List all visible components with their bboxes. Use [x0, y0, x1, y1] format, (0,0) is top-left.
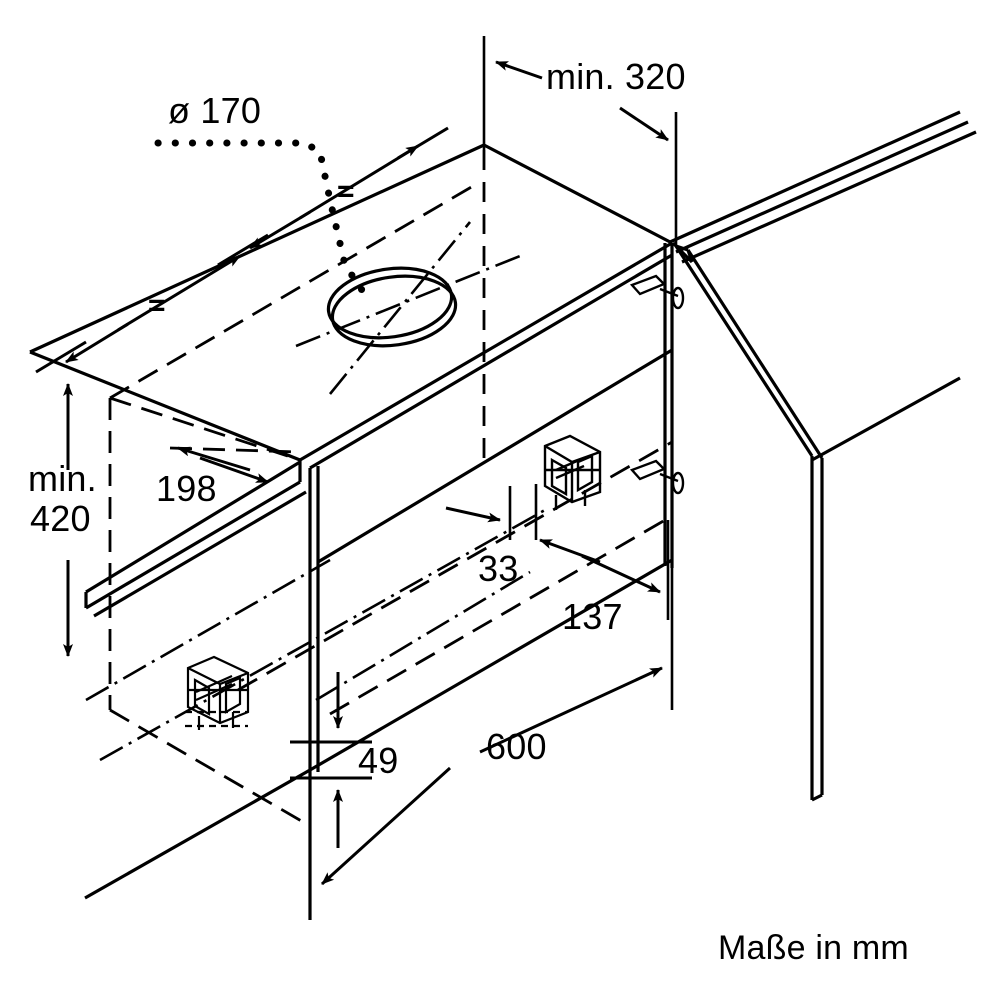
hinge-screw-lower: [629, 459, 685, 495]
label-min-420-line1: min.: [28, 458, 97, 499]
upper-mounting-bracket: [543, 434, 602, 510]
label-137: 137: [562, 596, 623, 637]
dimension-49: [290, 672, 372, 848]
label-49: 49: [358, 740, 399, 781]
label-min-420-line2: 420: [30, 498, 91, 539]
dimension-137: [539, 520, 670, 620]
dimension-198: [177, 446, 269, 484]
cabinet-floor-line: [84, 768, 312, 920]
equal-mark-upper: =: [337, 175, 355, 208]
equal-mark-lower: =: [148, 289, 166, 322]
cabinet-top-panel: [29, 143, 673, 618]
cabinet-interior-edges: [308, 253, 673, 772]
label-33: 33: [478, 548, 519, 589]
label-198: 198: [156, 468, 217, 509]
lower-mounting-bracket: [185, 655, 250, 730]
centre-lines: [85, 221, 546, 762]
vent-hole-cutout: [326, 266, 458, 348]
dimension-min-320: [482, 36, 678, 246]
dimension-600: [308, 560, 674, 920]
label-min-320: min. 320: [546, 56, 686, 97]
dimension-equal-spacing: [35, 126, 449, 374]
hinge-screw-upper: [629, 274, 685, 310]
label-diameter-170: ø 170: [168, 90, 262, 131]
wall-panel-edges: [669, 110, 977, 264]
cabinet-front-rail: [85, 460, 301, 594]
units-note: Maße in mm: [718, 929, 909, 967]
label-600: 600: [486, 726, 547, 767]
cabinet-door-panel: [671, 241, 824, 802]
dimension-diameter-170: [154, 139, 370, 300]
door-reference-line: [811, 376, 961, 462]
dimension-33: [445, 484, 538, 540]
